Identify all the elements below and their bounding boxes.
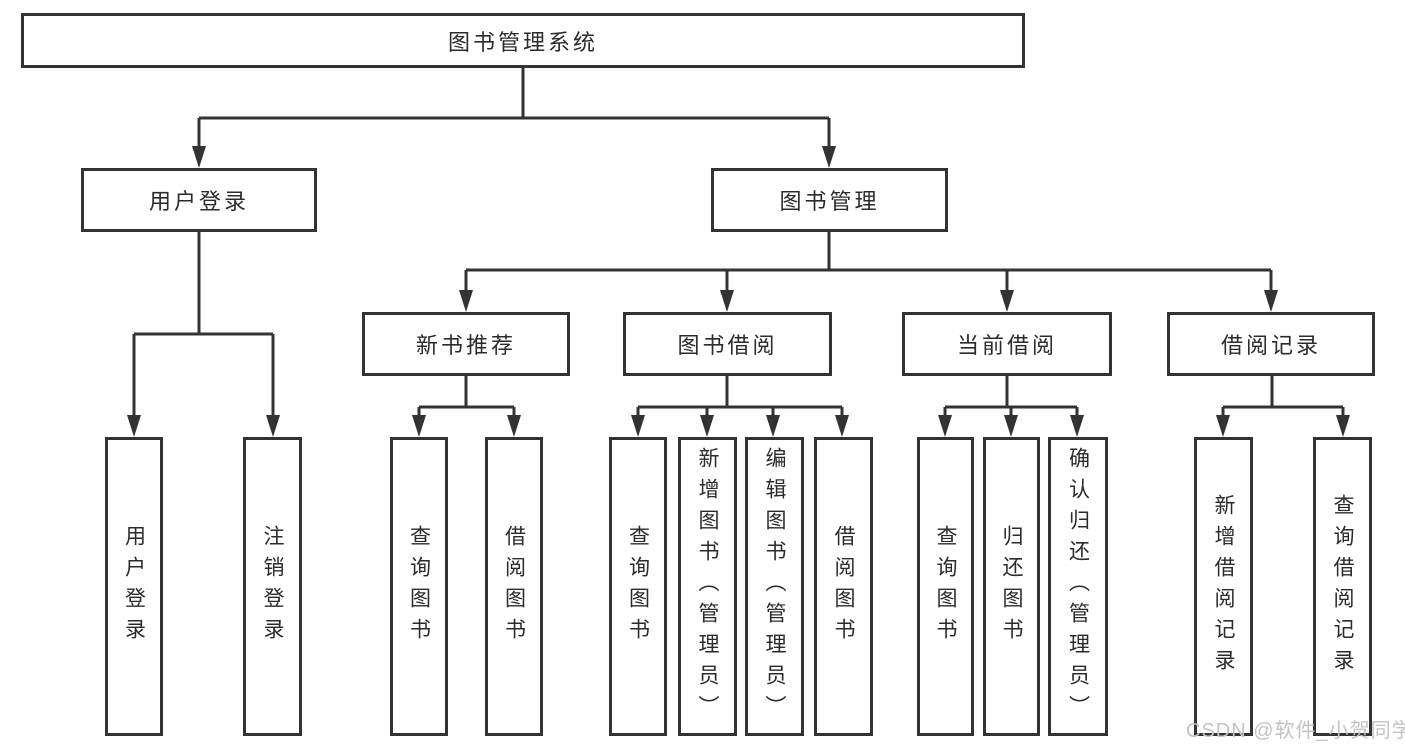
node-label: 查询图书 — [407, 524, 431, 649]
node-label: 查询图书 — [626, 524, 650, 649]
node-book-management: 图书管理 — [711, 168, 948, 232]
arrowhead — [507, 415, 521, 437]
leaf-bb-edit-book-admin: 编辑图书（管理员） — [745, 437, 804, 736]
arrowhead — [127, 415, 141, 437]
node-label: 归还图书 — [1000, 524, 1023, 649]
node-label: 借阅图书 — [832, 524, 855, 649]
node-label: 确认归还（管理员） — [1066, 447, 1090, 726]
arrowhead — [835, 415, 849, 437]
connector-new-book-recommendation-to-leaves — [412, 376, 521, 437]
leaf-nbr-borrow-books: 借阅图书 — [485, 437, 543, 736]
leaf-cb-query-books: 查询图书 — [917, 437, 974, 736]
connector-borrowing-records-to-leaves — [1216, 376, 1350, 437]
arrowhead — [266, 415, 280, 437]
node-label: 查询借阅记录 — [1331, 493, 1354, 680]
arrowhead — [192, 146, 206, 168]
leaf-user-login: 用户登录 — [105, 437, 163, 736]
connector-user-login-to-leaves — [127, 232, 280, 437]
leaf-cb-confirm-return-admin: 确认归还（管理员） — [1048, 437, 1108, 736]
node-label: 新增图书（管理员） — [696, 447, 719, 726]
arrowhead — [412, 415, 426, 437]
node-borrowing-records: 借阅记录 — [1167, 312, 1375, 376]
node-label: 新增借阅记录 — [1212, 493, 1235, 680]
arrowhead — [1070, 415, 1084, 437]
arrowhead — [1336, 415, 1350, 437]
node-label: 借阅记录 — [1220, 333, 1321, 358]
arrowhead — [766, 415, 780, 437]
node-label: 编辑图书（管理员） — [763, 447, 786, 726]
arrowhead — [631, 415, 645, 437]
arrowhead — [1004, 415, 1018, 437]
leaf-br-query-borrow-record: 查询借阅记录 — [1313, 437, 1372, 736]
arrowhead — [822, 146, 836, 168]
node-label: 当前借阅 — [956, 333, 1057, 358]
arrowhead — [1264, 290, 1278, 312]
node-label: 借阅图书 — [502, 524, 526, 649]
node-label: 图书借阅 — [677, 333, 778, 358]
csdn-watermark: CSDN @软件_小贺同学 — [1186, 720, 1405, 742]
node-label: 新书推荐 — [415, 333, 516, 358]
connector-book-management-to-level3 — [459, 232, 1278, 312]
leaf-cb-return-books: 归还图书 — [983, 437, 1040, 736]
arrowhead — [459, 290, 473, 312]
node-label: 图书管理系统 — [447, 29, 598, 55]
node-current-borrowing: 当前借阅 — [902, 312, 1112, 376]
node-label: 注销登录 — [261, 524, 284, 649]
leaf-bb-add-book-admin: 新增图书（管理员） — [678, 437, 737, 736]
leaf-bb-borrow-books: 借阅图书 — [814, 437, 873, 736]
arrowhead — [938, 415, 952, 437]
leaf-nbr-query-books: 查询图书 — [390, 437, 448, 736]
leaf-bb-query-books: 查询图书 — [609, 437, 667, 736]
node-new-book-recommendation: 新书推荐 — [362, 312, 570, 376]
node-label: 查询图书 — [934, 524, 957, 649]
connector-current-borrowing-to-leaves — [938, 376, 1084, 437]
node-book-borrowing: 图书借阅 — [623, 312, 832, 376]
node-label: 用户登录 — [148, 189, 249, 214]
connector-book-borrowing-to-leaves — [631, 376, 849, 437]
connector-root-to-level2 — [192, 68, 836, 168]
node-root: 图书管理系统 — [21, 13, 1025, 68]
leaf-logout: 注销登录 — [243, 437, 302, 736]
node-label: 图书管理 — [779, 189, 880, 214]
arrowhead — [700, 415, 714, 437]
arrowhead — [720, 290, 734, 312]
node-user-login: 用户登录 — [81, 168, 317, 232]
leaf-br-add-borrow-record: 新增借阅记录 — [1194, 437, 1253, 736]
arrowhead — [1216, 415, 1230, 437]
node-label: 用户登录 — [122, 524, 146, 649]
arrowhead — [1000, 290, 1014, 312]
